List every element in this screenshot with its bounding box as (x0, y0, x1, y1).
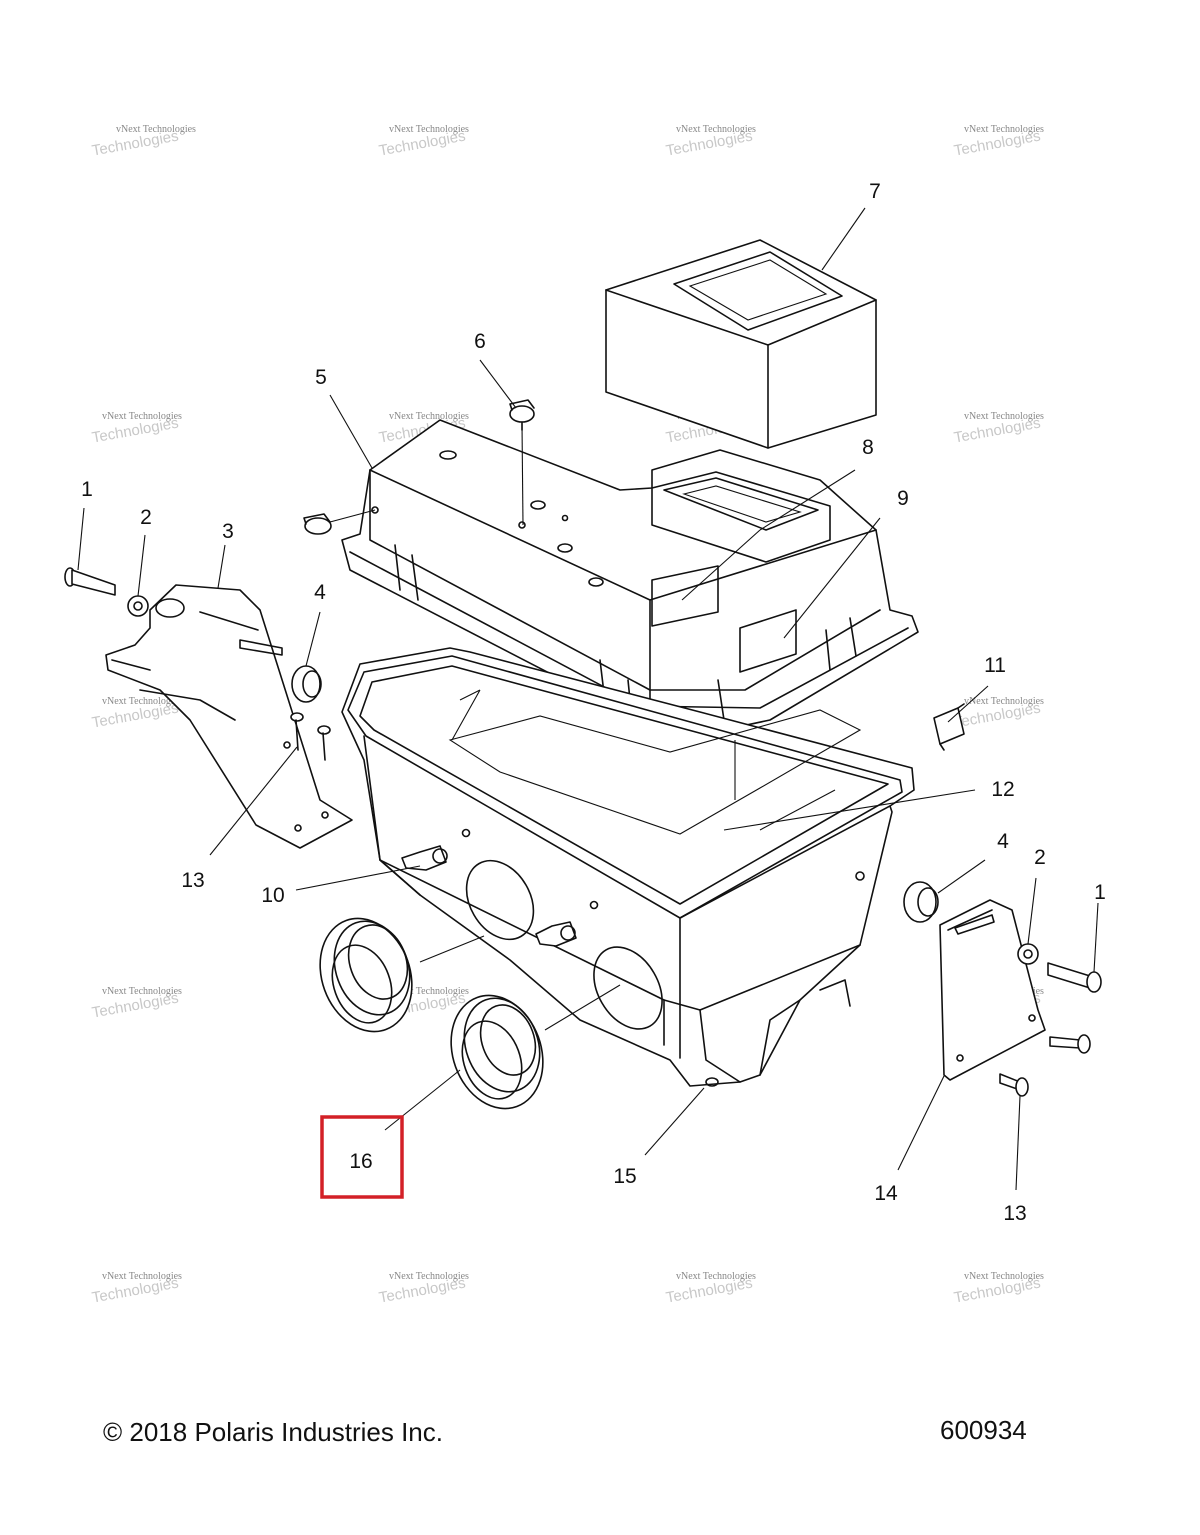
part-5-airbox-cover (341, 419, 919, 736)
svg-text:vNext Technologies: vNext Technologies (389, 986, 469, 997)
callout-16: 16 (349, 1150, 372, 1173)
callout-13-left: 13 (181, 869, 204, 892)
svg-text:vNext Technologies: vNext Technologies (116, 124, 196, 135)
part-13-screws-right (999, 1034, 1091, 1097)
callout-7: 7 (869, 180, 881, 203)
part-12-airbox-base (341, 647, 915, 1087)
callout-1-right: 1 (1094, 881, 1106, 904)
callout-6: 6 (474, 330, 486, 353)
svg-text:vNext Technologies: vNext Technologies (964, 411, 1044, 422)
svg-text:vNext Technologies: vNext Technologies (102, 1271, 182, 1282)
part-1-bolt-right (1047, 962, 1102, 993)
copyright-notice: © 2018 Polaris Industries Inc. (103, 1417, 443, 1447)
part-6-clamp (509, 399, 535, 431)
callout-8: 8 (862, 436, 874, 459)
callout-labels: 1 2 3 4 5 6 7 8 9 10 11 12 13 4 2 1 14 1… (81, 180, 1106, 1225)
part-3-bracket-left (105, 584, 353, 849)
callout-9: 9 (897, 487, 909, 510)
part-16-grommet-lower (450, 994, 544, 1110)
svg-text:vNext Technologies: vNext Technologies (102, 696, 182, 707)
callout-14: 14 (874, 1182, 898, 1205)
callout-16-highlight-box (320, 1115, 404, 1199)
part-10-fittings (401, 845, 577, 947)
part-7-filter-element (605, 239, 877, 449)
svg-text:vNext Technologies: vNext Technologies (389, 411, 469, 422)
callout-2-right: 2 (1034, 846, 1046, 869)
svg-text:vNext Technologies: vNext Technologies (102, 411, 182, 422)
callout-10: 10 (261, 884, 284, 907)
callout-15: 15 (613, 1165, 636, 1188)
svg-text:vNext Technologies: vNext Technologies (964, 1271, 1044, 1282)
callout-5: 5 (315, 366, 327, 389)
drawing-number: 600934 (940, 1415, 1027, 1445)
part-6-clamp-side (303, 513, 332, 535)
svg-text:vNext Technologies: vNext Technologies (676, 124, 756, 135)
part-2-washer-left (127, 595, 149, 617)
svg-text:vNext Technologies: vNext Technologies (102, 986, 182, 997)
callout-2-left: 2 (140, 506, 152, 529)
svg-text:vNext Technologies: vNext Technologies (964, 124, 1044, 135)
callout-4-right: 4 (997, 830, 1009, 853)
part-13-screws-left (290, 712, 331, 761)
callout-3: 3 (222, 520, 234, 543)
svg-text:vNext Technologies: vNext Technologies (676, 1271, 756, 1282)
svg-text:vNext Technologies: vNext Technologies (389, 124, 469, 135)
part-1-bolt-left (64, 567, 116, 596)
callout-1-left: 1 (81, 478, 93, 501)
part-11-clip (933, 703, 965, 751)
part-2-washer-right (1017, 943, 1039, 965)
part-16-grommet-upper (319, 917, 413, 1033)
callout-4-left: 4 (314, 581, 326, 604)
part-4-grommet-left (291, 665, 322, 703)
svg-text:vNext Technologies: vNext Technologies (964, 696, 1044, 707)
callout-12: 12 (991, 778, 1014, 801)
part-4-grommet-right (903, 881, 939, 923)
leader-lines (77, 207, 1099, 1191)
svg-text:vNext Technologies: vNext Technologies (389, 1271, 469, 1282)
callout-11: 11 (984, 654, 1006, 677)
callout-13-right: 13 (1003, 1202, 1026, 1225)
part-14-bracket-right (939, 899, 1046, 1081)
